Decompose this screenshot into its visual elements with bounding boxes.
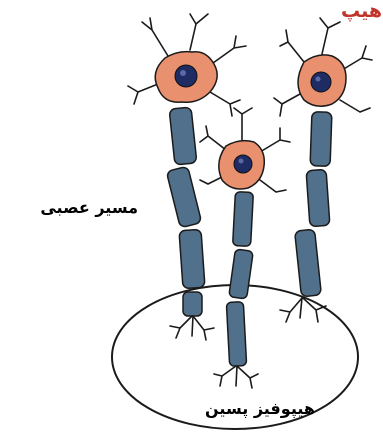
nucleus-right — [311, 72, 331, 92]
posterior-pituitary-label: هیپوفیز پسین — [190, 399, 330, 418]
neuron-right — [274, 18, 372, 322]
nucleus-left — [175, 65, 197, 87]
nerve-tract-label: مسیر عصبی — [8, 198, 138, 217]
nucleus-middle — [234, 155, 252, 173]
header-fragment: هیپ — [302, 0, 382, 22]
